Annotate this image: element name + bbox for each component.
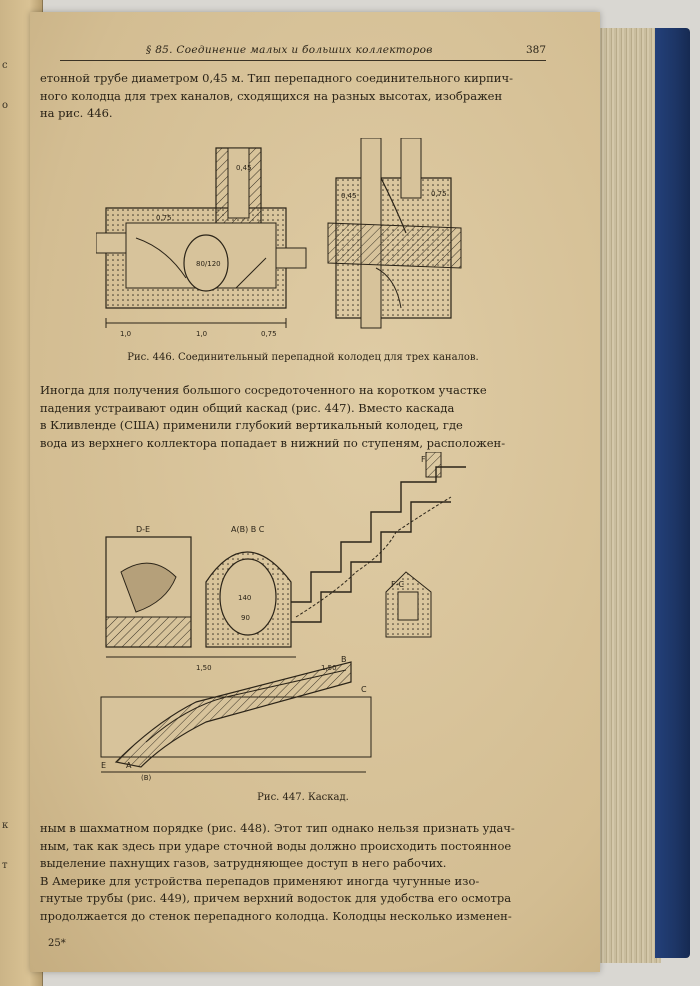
figure-447: D-E A(B) B C F F-C 140 90 1,50 1,50 B C … [96, 452, 476, 782]
fig447-label: 1,50 [321, 664, 337, 672]
intro-paragraph: етонной трубе диаметром 0,45 м. Тип пере… [40, 71, 513, 120]
fig447-label: 90 [241, 614, 250, 622]
fig447-label: F [421, 455, 426, 464]
middle-paragraph: Иногда для получения большого сосредоточ… [40, 383, 506, 450]
fig446-label: 0,75 [261, 330, 277, 338]
fig446-right-section [328, 138, 461, 328]
fig447-upper-section [106, 452, 466, 657]
fig447-label: D-E [136, 525, 150, 534]
fig447-label: 1,50 [196, 664, 212, 672]
fig446-label: 0,75 [431, 190, 447, 198]
figure-446-caption: Рис. 446. Соединительный перепадной коло… [127, 352, 479, 363]
signature-mark: 25* [48, 938, 66, 949]
fig446-left-section [96, 148, 306, 328]
fig447-label: (В) [141, 774, 152, 782]
bottom-paragraph: ным в шахматном порядке (рис. 448). Этот… [40, 821, 515, 923]
page-number: 387 [525, 44, 546, 56]
fig447-lower-section [101, 662, 371, 772]
fig447-label: A [126, 761, 132, 770]
figure-446: 0,45 0,75 80/120 1,0 1,0 0,75 0,75 0,45 [96, 138, 466, 338]
fig446-label: 0,45 [236, 164, 252, 172]
page-stack-edge [598, 28, 661, 963]
fig447-label: B [341, 655, 347, 664]
fig446-label: 0,45 [341, 192, 357, 200]
figure-447-caption: Рис. 447. Каскад. [257, 792, 349, 803]
fig446-label: 1,0 [120, 330, 131, 338]
fig447-label: E [101, 761, 106, 770]
left-page-fragment: с [2, 60, 8, 71]
left-page-fragment: к [2, 820, 9, 831]
section-title: § 85. Соединение малых и больших коллект… [146, 44, 433, 56]
left-page-fragment: т [2, 860, 8, 871]
fig446-label: 0,75 [156, 214, 172, 222]
fig447-label: F-C [391, 580, 404, 589]
fig447-label: C [361, 685, 367, 694]
book-page [30, 12, 600, 972]
fig447-label: A(B) B C [231, 525, 265, 534]
running-head: § 85. Соединение малых и больших коллект… [60, 44, 546, 61]
left-page-fragment: о [2, 100, 9, 111]
fig447-label: 140 [238, 594, 251, 602]
book-cover [655, 28, 690, 958]
fig446-label: 1,0 [196, 330, 207, 338]
fig446-label: 80/120 [196, 260, 221, 268]
